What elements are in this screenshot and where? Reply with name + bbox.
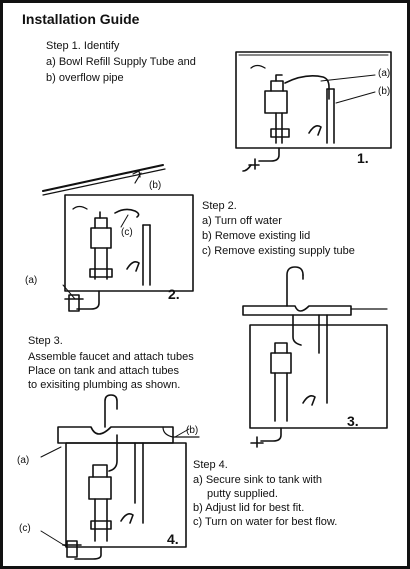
step2-heading: Step 2. (202, 200, 237, 212)
step2-callout-b: (b) (149, 180, 162, 191)
step1-number: 1. (357, 150, 369, 166)
step2-callout-a: (a) (25, 275, 38, 286)
step1-callout-b: (b) (378, 86, 391, 97)
step4-callout-a: (a) (17, 455, 30, 466)
step4-line-b: b) Adjust lid for best fit. (193, 502, 305, 514)
step2-line-c: c) Remove existing supply tube (202, 245, 355, 257)
step2-tank-illustration (43, 165, 193, 311)
step2-callout-c: (c) (121, 227, 133, 238)
step1-line-a: a) Bowl Refill Supply Tube and (46, 56, 196, 68)
step1-heading: Step 1. Identify (46, 40, 120, 52)
step1-tank-illustration (236, 52, 391, 171)
step4-callout-b: (b) (186, 425, 199, 436)
step2-line-a: a) Turn off water (202, 215, 282, 227)
guide-title: Installation Guide (22, 11, 140, 27)
step3-heading: Step 3. (28, 335, 63, 347)
step3-line-3: to exisiting plumbing as shown. (28, 379, 181, 391)
installation-illustrations (3, 3, 407, 566)
step1-callout-a: (a) (378, 68, 391, 79)
step4-installation-illustration (41, 395, 199, 559)
step2-number: 2. (168, 286, 180, 302)
step4-line-a: a) Secure sink to tank with (193, 474, 323, 486)
step3-sink-tank-illustration (243, 267, 387, 447)
step4-number: 4. (167, 531, 179, 547)
step2-line-b: b) Remove existing lid (202, 230, 311, 242)
step4-line-c: c) Turn on water for best flow. (193, 516, 338, 528)
step4-line-a-cont: putty supplied. (207, 488, 278, 500)
step3-line-2: Place on tank and attach tubes (28, 365, 180, 377)
step3-line-1: Assemble faucet and attach tubes (28, 351, 194, 363)
step1-line-b: b) overflow pipe (46, 72, 124, 84)
step3-number: 3. (347, 413, 359, 429)
step4-heading: Step 4. (193, 459, 228, 471)
step4-callout-c: (c) (19, 523, 31, 534)
